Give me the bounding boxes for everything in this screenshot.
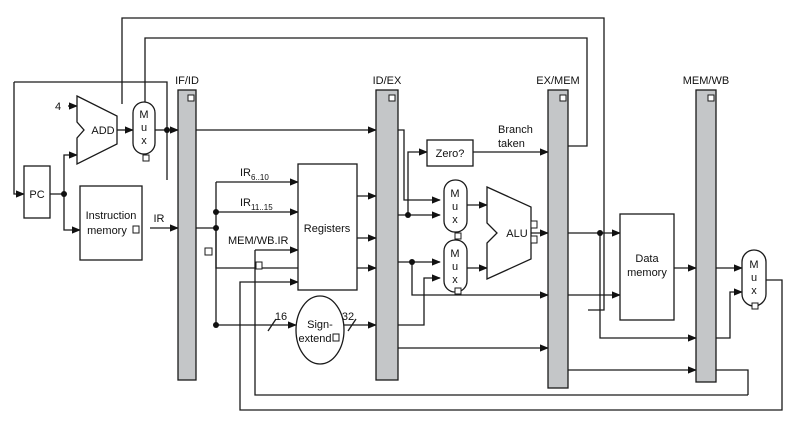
alu-control-square-bottom — [530, 235, 538, 244]
imem-label-line1: Instruction — [86, 210, 137, 222]
branch-label-line2: taken — [498, 138, 525, 150]
wires — [13, 17, 783, 411]
imem-control-square — [132, 225, 140, 234]
writeback-mux-letter-x: x — [751, 285, 757, 297]
if-id-register — [177, 89, 197, 381]
alu-lower-mux-control-square — [454, 287, 462, 295]
ir-field-b-label: IR11..15 — [240, 197, 273, 212]
pc-feedback-top — [14, 81, 168, 130]
sign-extend-label-line1: Sign- — [307, 319, 333, 331]
a-to-zero-wire — [398, 148, 428, 216]
mem-wb-ir-control-square — [255, 261, 263, 270]
width-32-tick — [347, 318, 357, 332]
memwb-ir-out — [716, 369, 749, 395]
data-memory — [619, 213, 675, 321]
alu-upper-mux — [443, 179, 468, 233]
ifid-aux-square — [204, 247, 213, 256]
adder-label: ADD — [91, 125, 114, 137]
id-ex-register — [375, 89, 399, 381]
ir-field-a-label: IR6..10 — [240, 167, 269, 182]
pc-mux-letter-m: M — [139, 109, 148, 121]
alu-lower-mux-letter-x: x — [452, 274, 458, 286]
data-memory-label-line1: Data — [635, 253, 659, 265]
pc-mux-control-square — [142, 154, 150, 162]
pc-mux — [132, 101, 156, 155]
mem-wb-register — [695, 89, 717, 383]
register-file — [297, 163, 358, 291]
alu-upper-mux-letter-m: M — [450, 188, 459, 200]
ex-mem-label: EX/MEM — [536, 75, 579, 87]
alu-lower-mux-letter-u: u — [452, 261, 458, 273]
pc-to-imem-wire — [50, 193, 81, 234]
width-32-label: 32 — [342, 311, 354, 323]
writeback-mux-letter-m: M — [749, 259, 758, 271]
b-to-exmem-wire — [411, 262, 549, 299]
sign-extend-label-line2: extend — [298, 333, 331, 345]
alu-label: ALU — [506, 228, 527, 240]
instruction-memory — [79, 185, 143, 261]
const-four-label: 4 — [55, 101, 61, 113]
pc-to-mux1-wire — [398, 129, 441, 204]
pc-to-adder-wire — [63, 151, 78, 194]
alu — [486, 185, 532, 281]
sign-extend-control-square — [332, 333, 340, 342]
writeback-loop — [239, 278, 783, 411]
writeback-mux-control-square — [751, 302, 759, 310]
mem-wb-control-square — [707, 94, 715, 102]
pc-feedback-into-pc — [13, 82, 25, 198]
width-16-label: 16 — [275, 311, 287, 323]
pc-mux-letter-u: u — [141, 122, 147, 134]
imm-to-mux2-wire — [398, 274, 441, 326]
memwb-to-wbmux-b — [716, 288, 743, 339]
sign-extend-unit — [295, 295, 345, 365]
data-memory-label-line2: memory — [627, 267, 667, 279]
ir-label: IR — [154, 213, 165, 225]
alu-upper-mux-control-square — [454, 232, 462, 240]
pc-mux-letter-x: x — [141, 135, 147, 147]
if-id-control-square — [187, 94, 195, 102]
width-16-tick — [267, 318, 277, 332]
zero-test-label: Zero? — [436, 148, 465, 160]
alu-lower-mux-letter-m: M — [450, 248, 459, 260]
writeback-mux-letter-u: u — [751, 272, 757, 284]
register-file-label: Registers — [304, 223, 351, 235]
alu-upper-mux-letter-x: x — [452, 214, 458, 226]
zero-test — [426, 139, 474, 167]
ex-mem-control-square — [559, 94, 567, 102]
id-ex-control-square — [388, 94, 396, 102]
id-ex-label: ID/EX — [373, 75, 402, 87]
mem-wb-ir-label: MEM/WB.IR — [228, 235, 289, 247]
alu-result-to-memwb-wire — [599, 233, 697, 342]
ex-mem-register — [547, 89, 569, 389]
pc-register — [23, 165, 51, 219]
branch-label-line1: Branch — [498, 124, 533, 136]
adder — [76, 94, 118, 166]
branch-target-loop — [121, 17, 605, 311]
pc-label: PC — [29, 189, 44, 201]
imem-label-line2: memory — [87, 225, 127, 237]
alu-upper-mux-letter-u: u — [452, 201, 458, 213]
junction-dots — [61, 127, 603, 328]
wb-ir-return — [254, 250, 748, 396]
branch-taken-loop — [144, 37, 588, 147]
if-id-label: IF/ID — [175, 75, 199, 87]
mem-wb-label: MEM/WB — [683, 75, 729, 87]
alu-control-square-top — [530, 220, 538, 229]
